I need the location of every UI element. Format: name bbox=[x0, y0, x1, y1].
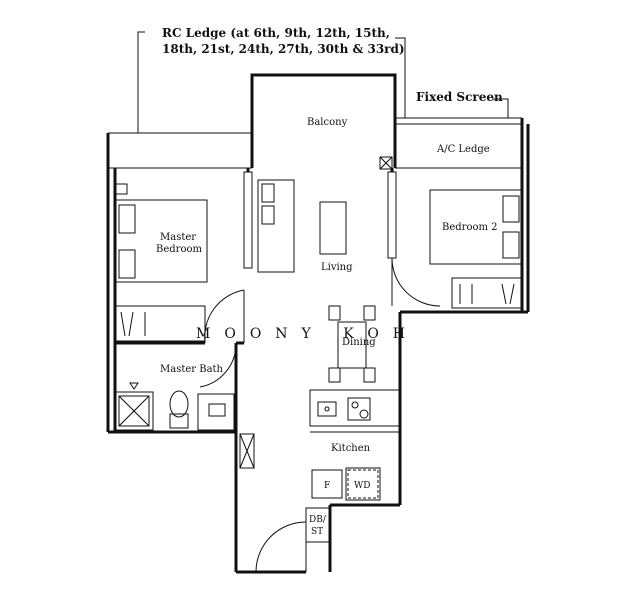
fixed-screen-leader bbox=[492, 98, 509, 118]
rc-ledge-label-line2: 18th, 21st, 24th, 27th, 30th & 33rd) bbox=[162, 42, 405, 56]
fixed-screen-label: Fixed Screen bbox=[416, 90, 503, 104]
bedroom2-wardrobe bbox=[451, 277, 523, 309]
living-label: Living bbox=[321, 262, 353, 273]
bedroom2-label: Bedroom 2 bbox=[442, 222, 498, 233]
master-wardrobe bbox=[114, 305, 206, 342]
master-bedroom-label-line1: Master bbox=[160, 232, 196, 243]
riser-icon bbox=[379, 156, 393, 170]
coffee-table bbox=[319, 201, 347, 255]
rc-ledge-leader bbox=[137, 31, 406, 133]
dining-set bbox=[328, 305, 376, 383]
ac-ledge-label: A/C Ledge bbox=[436, 144, 490, 155]
shower bbox=[114, 382, 154, 431]
bed-2 bbox=[429, 189, 523, 265]
watermark-text: MOONY KOH bbox=[196, 326, 419, 342]
db-st-label-line1: DB/ bbox=[309, 515, 327, 525]
kitchen-label: Kitchen bbox=[331, 443, 371, 454]
db-st-cabinet bbox=[305, 507, 331, 543]
interior-walls bbox=[115, 168, 528, 432]
master-bed bbox=[114, 183, 208, 283]
dining-label: Dining bbox=[342, 337, 376, 348]
sofa bbox=[257, 179, 295, 273]
corridor-cabinet bbox=[239, 433, 255, 469]
db-st-label-line2: ST bbox=[311, 527, 323, 537]
bath-vanity bbox=[197, 393, 235, 431]
hob bbox=[347, 397, 371, 421]
kitchen-counter bbox=[309, 389, 401, 433]
washer-dryer-label: WD bbox=[354, 481, 370, 491]
kitchen-sink bbox=[317, 401, 337, 417]
fridge bbox=[311, 469, 343, 499]
toilet bbox=[169, 390, 189, 429]
washer-dryer bbox=[345, 467, 381, 501]
rc-ledge-label-line1: RC Ledge (at 6th, 9th, 12th, 15th, bbox=[162, 26, 390, 40]
balcony-label: Balcony bbox=[307, 117, 348, 128]
master-bedroom-label-line2: Bedroom bbox=[156, 244, 202, 255]
doors bbox=[199, 257, 441, 573]
fridge-label: F bbox=[324, 481, 330, 491]
master-bath-label: Master Bath bbox=[160, 364, 224, 375]
